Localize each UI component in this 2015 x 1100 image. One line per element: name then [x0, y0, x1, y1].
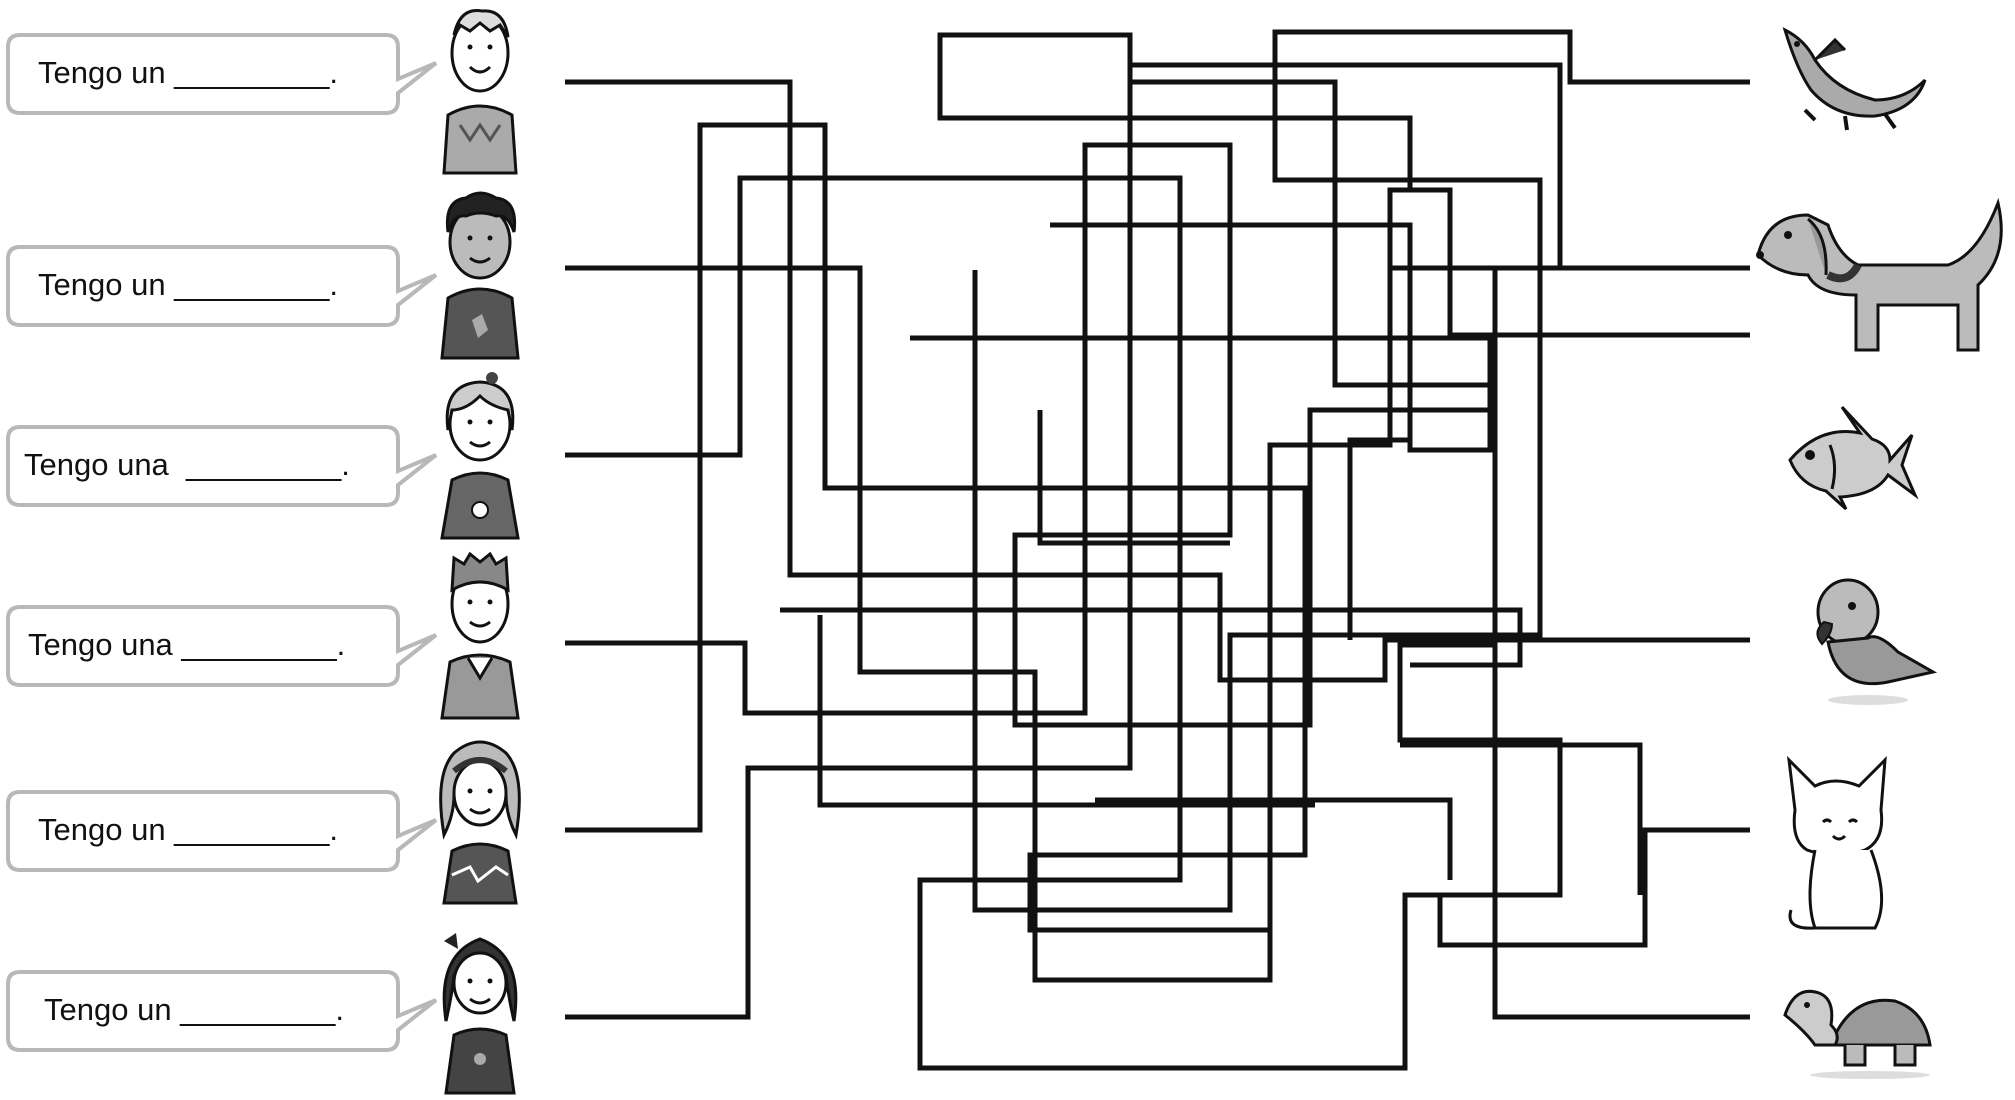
- boy-argyle-shirt-icon: [430, 5, 530, 175]
- girl-flower-shirt-icon: [430, 370, 530, 540]
- girl-headband-icon: [430, 735, 530, 905]
- row-4: Tengo una _________.: [0, 550, 560, 720]
- row-5: Tengo un _________.: [0, 735, 560, 905]
- row-1: Tengo un _________.: [0, 5, 560, 175]
- maze-line: [565, 79, 1750, 683]
- maze-line: [565, 32, 1563, 1071]
- boy-curly-hair-icon: [430, 190, 530, 360]
- turtle-icon: [1775, 975, 1940, 1085]
- row-2: Tengo un _________.: [0, 190, 560, 360]
- dog-icon: [1748, 195, 2013, 360]
- sentence-text: Tengo un _________.: [38, 55, 338, 90]
- fish-icon: [1780, 405, 1920, 515]
- row-6: Tengo un _________.: [0, 925, 560, 1095]
- maze-line: [780, 607, 1523, 668]
- maze-line: [972, 29, 1750, 913]
- maze-line: [565, 142, 1750, 728]
- speech-bubble: Tengo un _________.: [6, 970, 438, 1052]
- parrot-icon: [1808, 572, 1938, 712]
- maze-line: [565, 187, 1750, 983]
- lizard-icon: [1775, 20, 1935, 140]
- maze-line: [1437, 827, 1750, 948]
- maze-line: [1015, 797, 1453, 883]
- maze-line: [565, 122, 1750, 933]
- sentence-text: Tengo una _________.: [24, 447, 350, 482]
- maze-line: [1037, 410, 1230, 546]
- sentence-text: Tengo un _________.: [38, 812, 338, 847]
- speech-bubble: Tengo un _________.: [6, 245, 438, 327]
- maze-line: [565, 62, 1750, 1020]
- boy-collared-shirt-icon: [430, 550, 530, 720]
- maze-line: [1050, 222, 1413, 640]
- maze-line: [910, 335, 1493, 453]
- sentence-text: Tengo un _________.: [44, 992, 344, 1027]
- speech-bubble: Tengo una _________.: [6, 605, 438, 687]
- row-3: Tengo una _________.: [0, 370, 560, 540]
- sentence-text: Tengo una _________.: [28, 627, 346, 662]
- speech-bubble: Tengo un _________.: [6, 33, 438, 115]
- maze-line: [1400, 742, 1643, 895]
- cat-icon: [1775, 750, 1910, 945]
- girl-bow-icon: [430, 925, 530, 1095]
- maze-line: [817, 615, 1315, 808]
- sentence-text: Tengo un _________.: [38, 267, 338, 302]
- speech-bubble: Tengo un _________.: [6, 790, 438, 872]
- speech-bubble: Tengo una _________.: [6, 425, 438, 507]
